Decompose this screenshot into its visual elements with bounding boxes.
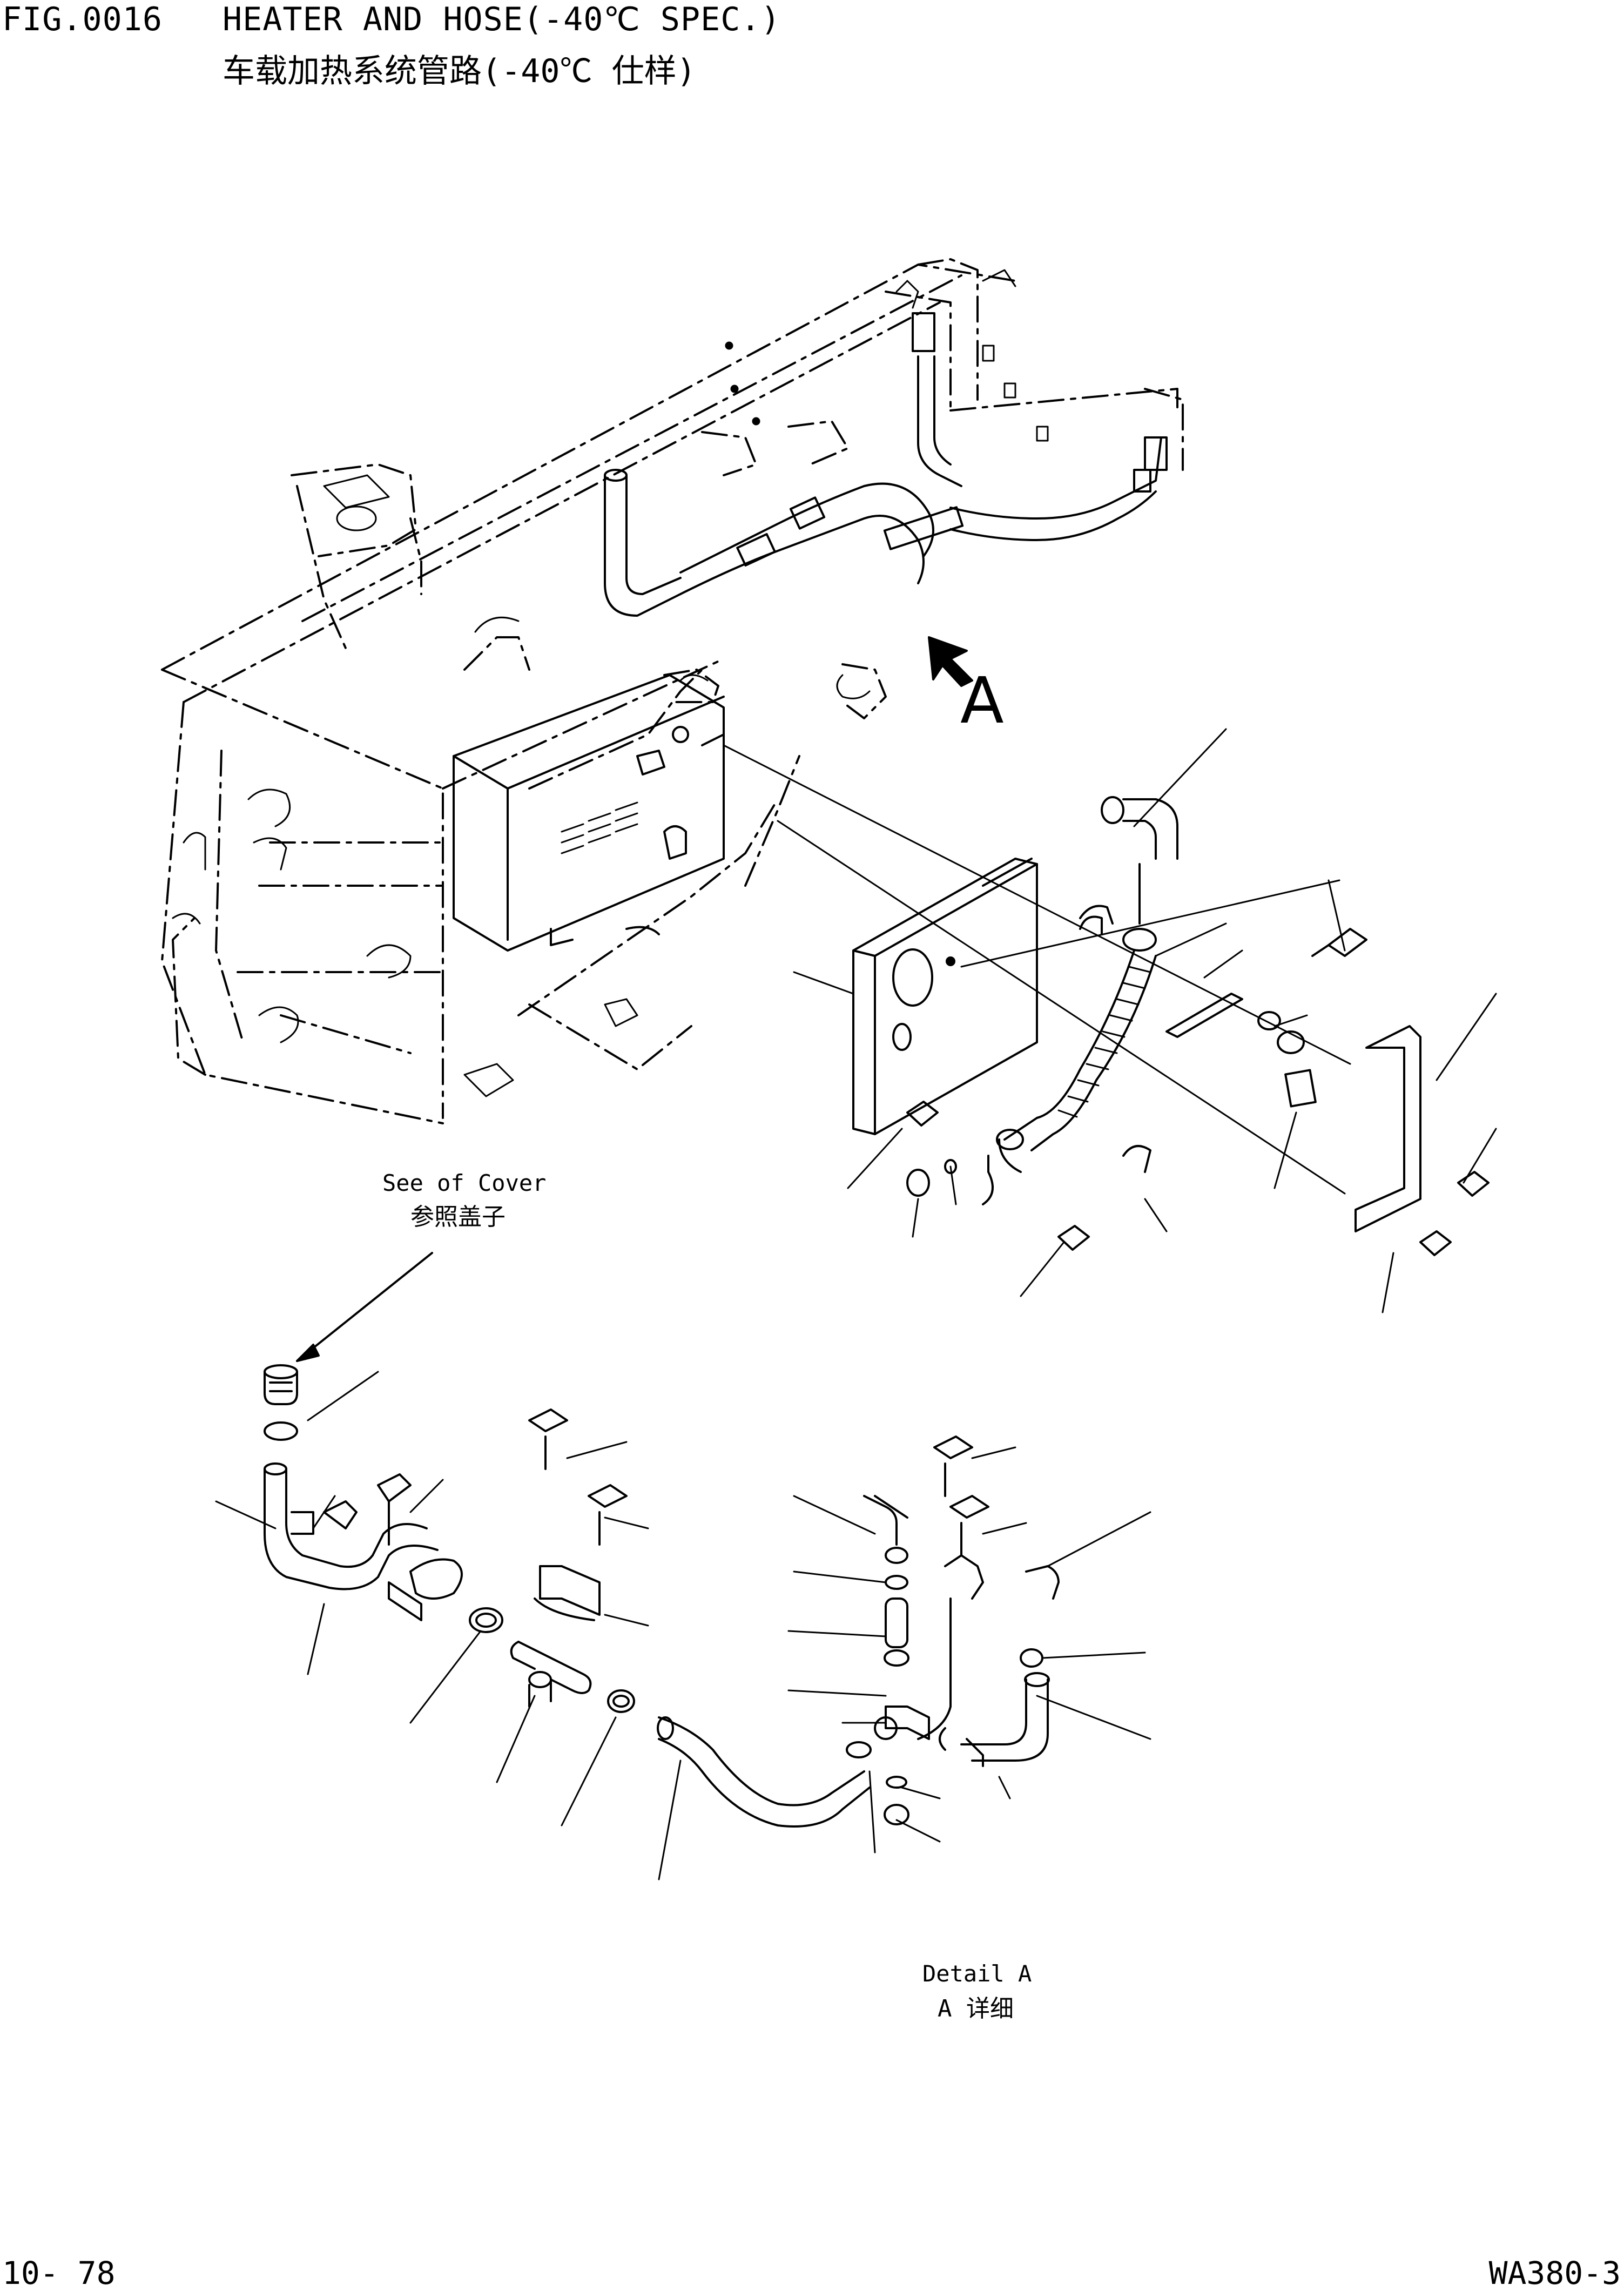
upper-fasteners [907, 917, 1488, 1256]
model-number: WA380-3 [1488, 2255, 1621, 2291]
frame-details [173, 270, 1048, 1096]
upper-hose-routing [605, 313, 1167, 616]
detail-a-label: Detail A [922, 1960, 1032, 1987]
view-arrow-a [929, 637, 972, 686]
page-number: 10- 78 [2, 2255, 116, 2291]
cover-plate [724, 745, 1350, 1194]
lower-left-parts [265, 1365, 870, 1826]
heater-unit [454, 675, 724, 950]
detail-a-parts [847, 1437, 1059, 1824]
see-cover-label: See of Cover [382, 1170, 547, 1196]
upper-callout-leaders [794, 729, 1496, 1312]
heater-hose [997, 797, 1177, 1172]
see-cover-label-cn: 参照盖子 [410, 1203, 506, 1231]
view-arrow-label: A [960, 663, 1004, 738]
detail-a-label-cn: A 详细 [938, 1995, 1014, 2023]
vehicle-frame [162, 259, 1183, 1123]
figure-title-cn: 车载加热系统管路(-40℃ 仕样) [223, 52, 696, 90]
see-cover-leader [297, 1253, 432, 1361]
figure-number: FIG.0016 [2, 1, 163, 38]
lower-callout-leaders [216, 1372, 1150, 1879]
figure-title: HEATER AND HOSE(-40℃ SPEC.) [223, 1, 781, 38]
